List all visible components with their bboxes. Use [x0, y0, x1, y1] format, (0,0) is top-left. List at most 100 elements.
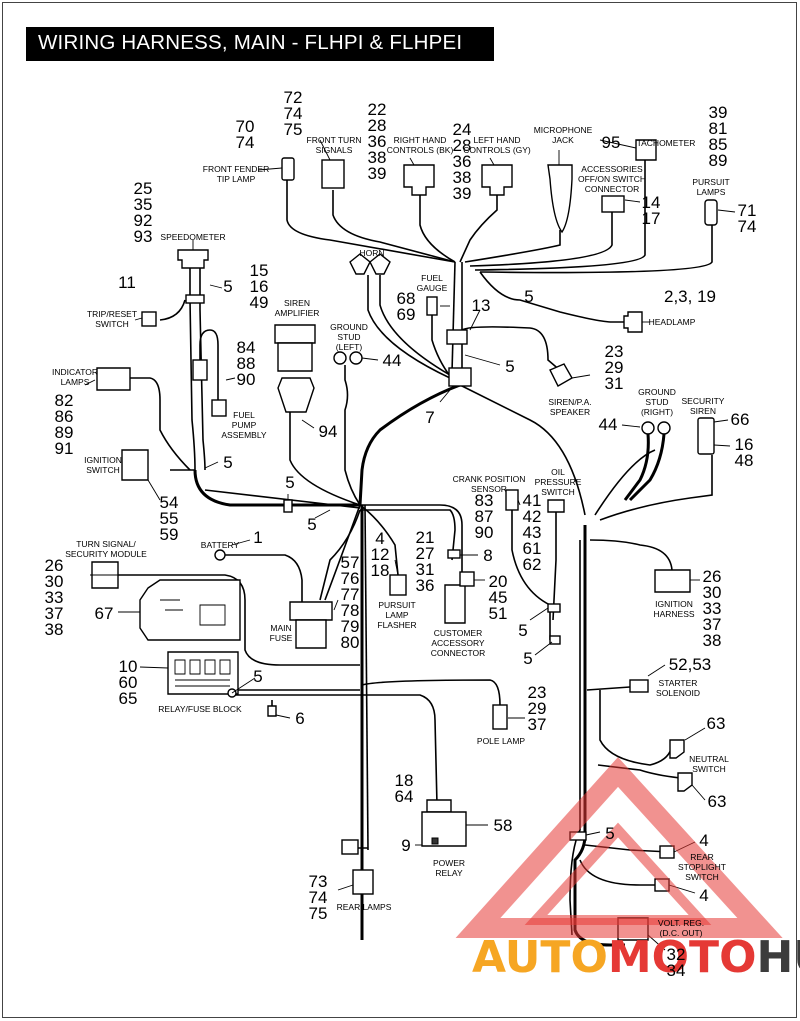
crank-position-sensor-connector [505, 489, 519, 511]
rear-lamps-connector-top [341, 839, 359, 855]
ground-stud-right-ring-b [657, 421, 671, 435]
page-title: WIRING HARNESS, MAIN - FLHPI & FLHPEI [38, 31, 463, 54]
callout-52-53: 52,53 [669, 655, 712, 674]
connector-20 [459, 571, 475, 587]
callout-95: 95 [602, 133, 621, 152]
pole-lamp-connector [492, 704, 508, 730]
tachometer-connector [635, 139, 657, 161]
label-volt-reg: VOLT. REG.(D.C. OUT) [658, 918, 704, 938]
callout-58: 58 [494, 816, 513, 835]
label-turn-signal-module: TURN SIGNAL/SECURITY MODULE [65, 539, 147, 559]
label-horn: HORN [359, 248, 384, 258]
components [91, 139, 718, 941]
front-fender-tip-lamp-connector [281, 157, 295, 181]
neutral-switch-connector-a [669, 739, 685, 759]
ground-stud-left-ring-b [349, 351, 363, 365]
relay-fuse-block [167, 651, 239, 695]
title-bar [26, 27, 494, 61]
left-hand-controls-connector [481, 164, 513, 196]
callout-11: 11 [118, 273, 136, 292]
harness-wires [118, 160, 713, 947]
label-speedometer: SPEEDOMETER [160, 232, 225, 242]
ground-stud-left-ring-a [333, 351, 347, 365]
callout-4: 4 [699, 886, 708, 905]
leader-lines [84, 139, 736, 951]
harness-clip [283, 499, 293, 513]
battery-terminal [214, 549, 226, 561]
ground-stud-right-ring-a [641, 421, 655, 435]
customer-accessory-connector [444, 584, 466, 624]
siren-amplifier-plug [277, 377, 315, 413]
callout-5: 5 [223, 453, 232, 472]
callout-63: 63 [707, 714, 726, 733]
label-tachometer: TACHOMETER [637, 138, 696, 148]
watermark-auto-text: AUTOMOTOHUB [472, 932, 800, 983]
pursuit-lamp-flasher [389, 574, 407, 596]
accessories-switch-connector [601, 195, 625, 213]
callout-9: 9 [401, 836, 410, 855]
callout-66: 66 [731, 410, 750, 429]
callout-67: 67 [95, 604, 114, 623]
horn-connector-a [349, 253, 371, 275]
headlamp-connector [623, 311, 643, 333]
callout-8: 8 [483, 546, 492, 565]
callout-44: 44 [599, 415, 618, 434]
callout-5: 5 [518, 621, 527, 640]
harness-clip [185, 294, 205, 304]
callout-6: 6 [295, 709, 304, 728]
callout-5: 5 [253, 667, 262, 686]
fuel-pump-connector [211, 399, 227, 417]
callout-4: 4 [699, 831, 708, 850]
harness-clip [192, 359, 208, 381]
microphone-jack-connector [547, 164, 573, 234]
label-relay-fuse-block: RELAY/FUSE BLOCK [158, 704, 242, 714]
callout-5: 5 [307, 515, 316, 534]
ignition-harness-connector [654, 569, 691, 593]
siren-pa-speaker-connector [549, 363, 573, 387]
harness-clip [547, 603, 561, 613]
speedometer-connector [177, 249, 209, 269]
callout-5: 5 [223, 277, 232, 296]
horn-connector-b [369, 253, 391, 275]
power-relay-pin [431, 837, 439, 845]
callout-5: 5 [523, 649, 532, 668]
label-rear-lamps: REAR LAMPS [337, 902, 392, 912]
callout-5: 5 [505, 357, 514, 376]
siren-amplifier-top [274, 324, 316, 344]
callout-1: 1 [253, 528, 262, 547]
label-battery: BATTERY [201, 540, 240, 550]
